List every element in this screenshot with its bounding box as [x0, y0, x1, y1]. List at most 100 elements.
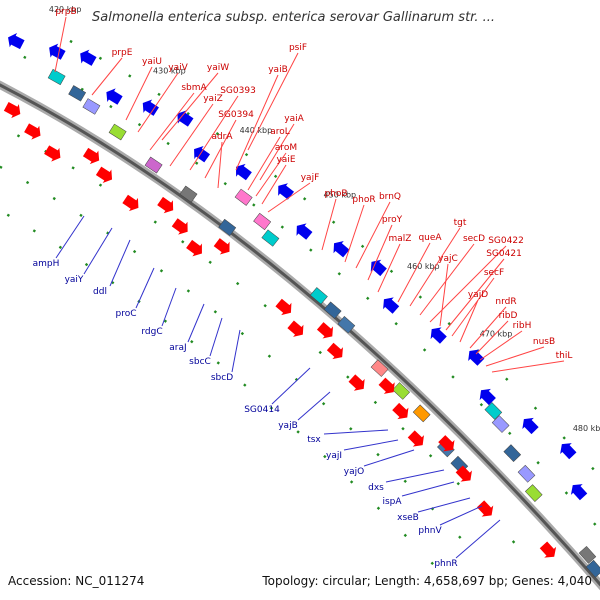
reverse-gene-leader: [439, 505, 483, 526]
forward-gene-leader: [204, 119, 237, 179]
forward-gene-leader: [491, 360, 565, 373]
gene-block: [337, 316, 356, 334]
ring-tick: [273, 174, 278, 179]
forward-gene-label: ribH: [513, 321, 532, 331]
gene-block: [261, 229, 280, 247]
reverse-gene-label: ispA: [382, 497, 402, 507]
forward-gene-label: prpE: [112, 48, 133, 58]
ring-tick: [23, 55, 27, 59]
reverse-gene-label: phnV: [418, 526, 442, 536]
forward-gene-leader: [485, 346, 545, 367]
forward-gene-leader: [137, 72, 179, 133]
forward-gene-arrow: [3, 101, 21, 119]
forward-gene-arrow: [171, 218, 188, 235]
ring-tick: [360, 244, 365, 249]
ring-tick: [223, 181, 227, 186]
reverse-gene-arrow: [296, 223, 313, 240]
forward-gene-leader: [439, 263, 449, 327]
gene-block: [47, 68, 66, 86]
reverse-gene-leader: [343, 439, 399, 451]
reverse-gene-label: dxs: [368, 483, 384, 493]
forward-gene-label: yaiB: [268, 65, 288, 75]
forward-gene-arrow: [157, 196, 174, 214]
forward-gene-arrow: [122, 194, 139, 212]
ring-tick: [84, 262, 89, 267]
reverse-gene-arrow: [333, 240, 350, 258]
reverse-gene-arrow: [177, 110, 194, 127]
ring-tick: [508, 431, 512, 436]
reverse-gene-leader: [323, 429, 389, 435]
forward-gene-leader: [217, 141, 223, 189]
ring-tick: [456, 481, 460, 486]
ring-tick: [323, 454, 327, 459]
reverse-gene-arrow: [522, 417, 539, 435]
forward-gene-label: psiF: [289, 43, 307, 53]
ring-tick: [591, 466, 595, 471]
forward-gene-arrow: [82, 147, 100, 165]
forward-gene-arrow: [407, 430, 424, 447]
forward-gene-label: yaiV: [168, 63, 188, 73]
reverse-gene-leader: [417, 497, 471, 513]
reverse-gene-arrow: [468, 349, 485, 366]
reverse-gene-arrow: [80, 49, 97, 66]
ring-tick: [280, 225, 285, 229]
ring-tick: [186, 289, 191, 293]
ring-tick: [346, 375, 350, 379]
reverse-gene-arrow: [236, 163, 252, 181]
ring-tick: [263, 304, 267, 308]
gene-block: [179, 185, 198, 203]
forward-gene-arrow: [95, 166, 113, 183]
forward-gene-label: aroL: [270, 127, 290, 137]
gene-block: [323, 301, 342, 319]
gene-block: [82, 98, 101, 115]
reverse-gene-leader: [209, 317, 223, 357]
forward-gene-leader: [255, 152, 287, 197]
reverse-gene-label: ddl: [93, 287, 107, 297]
forward-gene-label: yajF: [301, 173, 320, 183]
ring-tick: [6, 213, 10, 217]
gene-block: [578, 545, 597, 564]
reverse-gene-arrow: [8, 33, 25, 50]
forward-gene-leader: [54, 16, 67, 73]
forward-gene-label: nrdR: [495, 297, 516, 307]
ring-tick: [394, 322, 398, 326]
forward-gene-label: SG0393: [220, 86, 256, 96]
ring-tick: [430, 561, 434, 566]
kbp-scale-label: 420 kbp: [49, 5, 82, 14]
gene-block: [144, 156, 163, 174]
gene-block: [234, 188, 253, 206]
ring-tick: [79, 213, 83, 218]
ring-tick: [401, 427, 405, 431]
reverse-gene-arrow: [142, 99, 159, 116]
ring-tick: [337, 272, 341, 276]
ring-tick: [505, 377, 509, 381]
ring-tick: [479, 403, 484, 407]
ring-tick: [243, 383, 247, 387]
reverse-gene-label: yaiY: [65, 275, 84, 285]
forward-gene-label: SG0421: [486, 249, 522, 259]
reverse-gene-leader: [385, 469, 445, 483]
forward-gene-label: brnQ: [379, 192, 401, 202]
reverse-gene-leader: [297, 391, 331, 421]
ring-tick: [216, 361, 220, 365]
forward-gene-label: sbmA: [181, 83, 207, 93]
ring-tick: [153, 220, 157, 224]
forward-gene-arrow: [348, 374, 365, 391]
forward-gene-leader: [261, 164, 287, 205]
forward-gene-arrow: [275, 298, 292, 316]
ring-tick: [16, 134, 21, 138]
forward-gene-label: phoB: [324, 189, 347, 199]
forward-gene-leader: [397, 242, 431, 303]
reverse-gene-label: sbcC: [189, 357, 211, 367]
reverse-gene-label: phnR: [434, 559, 457, 569]
reverse-gene-label: yajI: [326, 451, 342, 461]
topology-stats-text: Topology: circular; Length: 4,658,697 bp…: [262, 574, 592, 588]
ring-tick: [533, 406, 538, 410]
forward-gene-label: yajC: [438, 254, 458, 264]
ring-tick: [240, 331, 245, 336]
forward-gene-label: yaiA: [284, 114, 304, 124]
forward-gene-leader: [149, 92, 195, 151]
ring-tick: [564, 491, 569, 495]
gene-block: [491, 415, 510, 433]
